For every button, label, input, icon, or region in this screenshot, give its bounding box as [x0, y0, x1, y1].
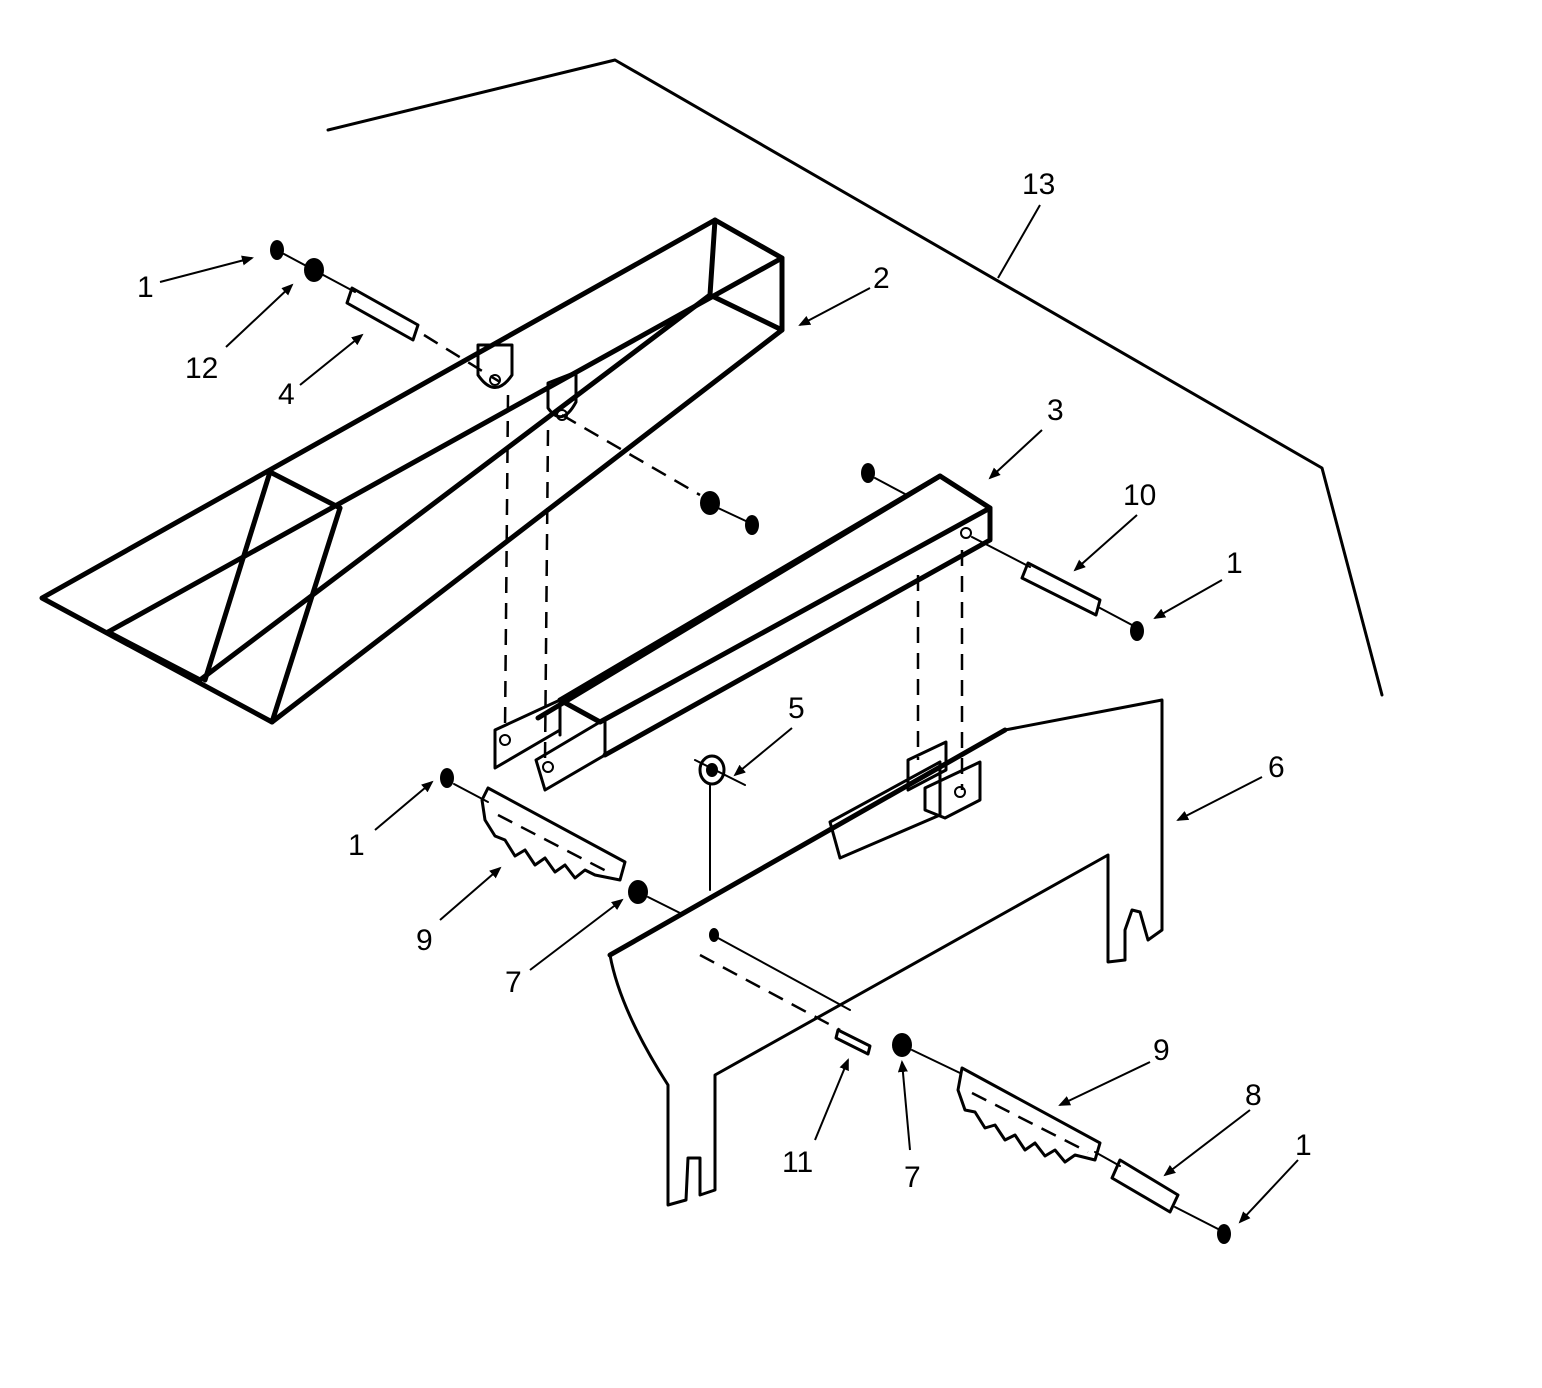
left-ratchet-assembly [440, 768, 681, 914]
callout-13: 13 [1022, 168, 1055, 201]
part-1-clip-d [1217, 1224, 1231, 1244]
callout-9: 9 [1153, 1034, 1170, 1067]
part-7-washer-b [892, 1033, 912, 1057]
callout-11: 11 [782, 1146, 813, 1179]
callout-1: 1 [1226, 547, 1243, 580]
callout-7: 7 [904, 1161, 921, 1194]
part-9-ratchet-a [480, 786, 627, 882]
callout-1: 1 [1295, 1129, 1312, 1162]
callout-10: 10 [1123, 479, 1156, 512]
callout-7: 7 [505, 966, 522, 999]
part-6-bracket [607, 698, 1164, 1207]
part-1-clip-b [1130, 621, 1144, 641]
part-5-spring [694, 754, 746, 891]
callout-labels: 1 12 4 2 13 3 10 1 5 6 1 9 7 11 7 9 8 1 [137, 168, 1312, 1194]
part-4-pin [345, 286, 420, 342]
part-1-clip-c [440, 768, 454, 788]
callout-2: 2 [873, 262, 890, 295]
callout-8: 8 [1245, 1079, 1262, 1112]
part-2-tray [39, 217, 785, 725]
callout-4: 4 [278, 378, 295, 411]
callout-6: 6 [1268, 751, 1285, 784]
callout-3: 3 [1047, 394, 1064, 427]
callout-1: 1 [348, 829, 365, 862]
part-1-clip-a [270, 240, 284, 260]
part-11-pin [834, 1028, 872, 1056]
callout-5: 5 [788, 692, 805, 725]
part-3-crossbar [493, 394, 1144, 792]
part-4-pin-assembly [270, 240, 759, 535]
callout-1: 1 [137, 271, 154, 304]
callout-9: 9 [416, 924, 433, 957]
part-13-outline [326, 58, 1384, 697]
part-7-washer-a [628, 880, 648, 904]
part-9-ratchet-b [956, 1066, 1102, 1164]
part-10-pin [1020, 561, 1102, 617]
part-8-pin [1110, 1158, 1180, 1214]
callout-12: 12 [185, 352, 218, 385]
callout-leaders [159, 204, 1299, 1224]
right-ratchet-assembly [699, 928, 1231, 1244]
